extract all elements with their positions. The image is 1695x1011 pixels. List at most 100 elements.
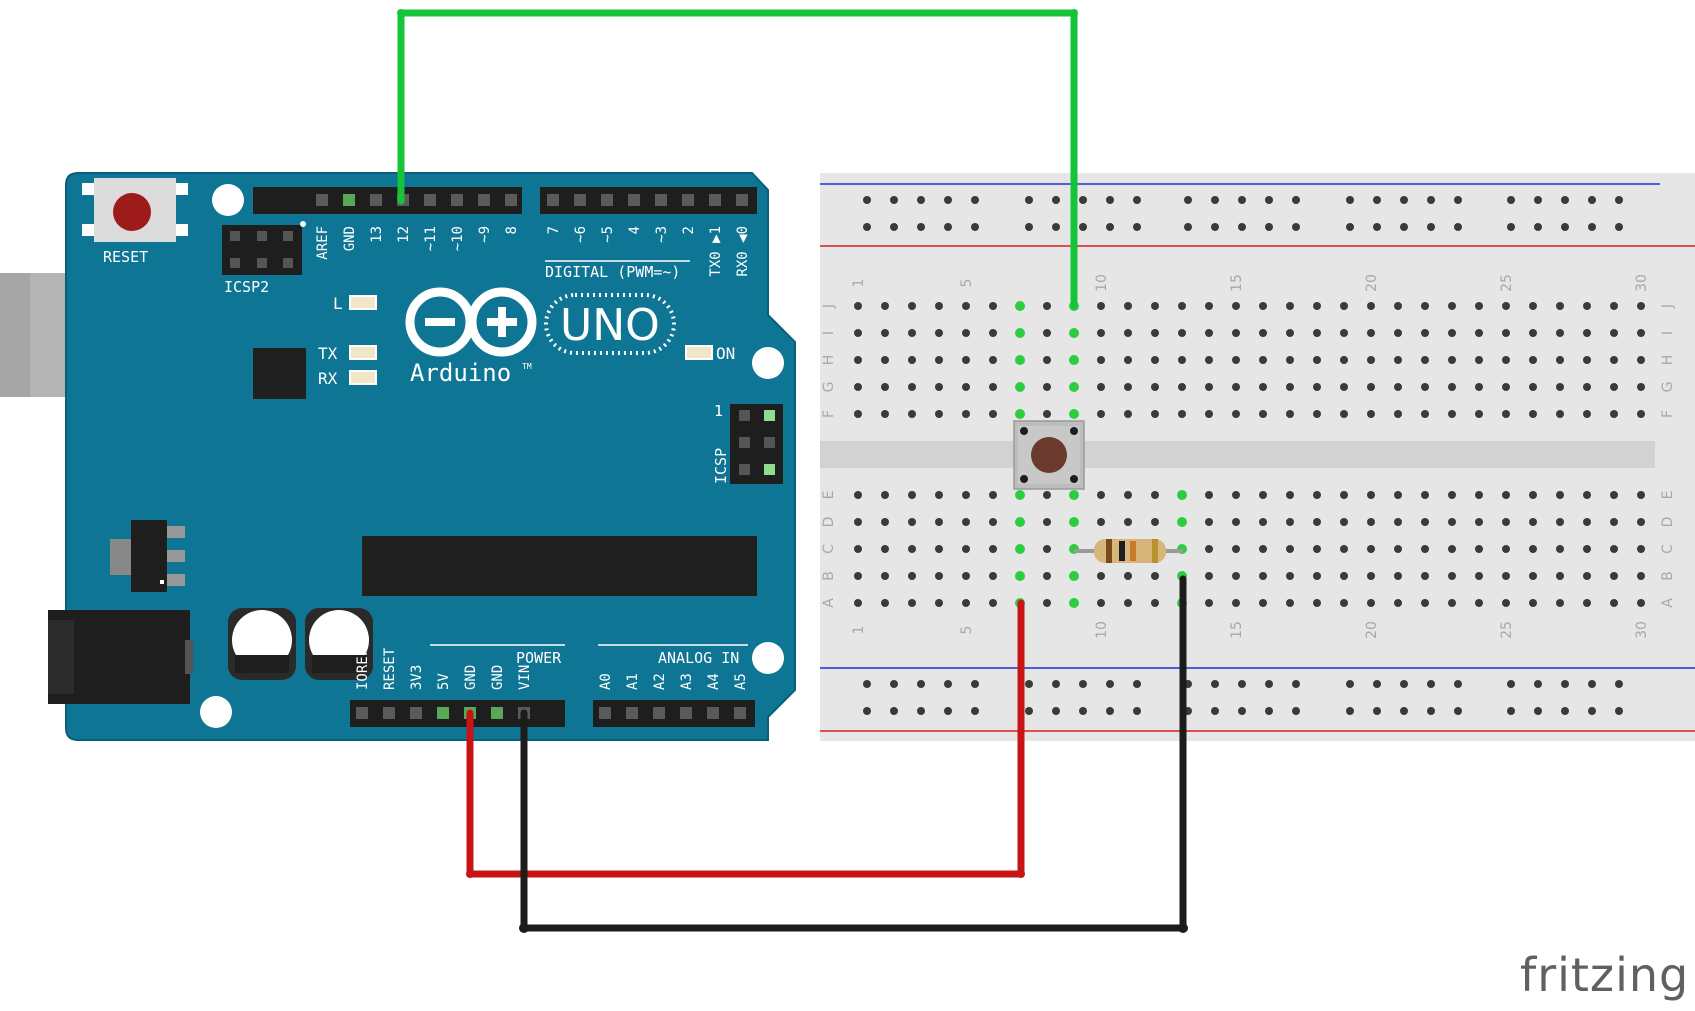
breadboard-hole [1069, 598, 1079, 608]
breadboard-hole [1232, 545, 1240, 553]
rail-hole [1534, 707, 1542, 715]
breadboard-hole [1340, 518, 1348, 526]
column-number: 5 [959, 279, 975, 288]
breadboard-hole [935, 545, 943, 553]
pin-label: ~3 [654, 226, 670, 243]
rail-hole [917, 196, 925, 204]
pin-label: ~5 [600, 226, 616, 243]
breadboard-hole [935, 383, 943, 391]
header-pin [707, 707, 719, 719]
rail-hole [971, 680, 979, 688]
breadboard-hole [1313, 410, 1321, 418]
digital-header-left [253, 187, 522, 214]
breadboard-hole [1448, 545, 1456, 553]
breadboard-hole [1259, 383, 1267, 391]
breadboard-hole [1367, 572, 1375, 580]
breadboard-hole [908, 599, 916, 607]
breadboard-hole [1043, 302, 1051, 310]
breadboard-hole [881, 518, 889, 526]
breadboard-hole [1097, 329, 1105, 337]
rail-hole [1133, 680, 1141, 688]
rail-hole [1588, 680, 1596, 688]
breadboard-hole [1502, 410, 1510, 418]
breadboard-hole [1502, 383, 1510, 391]
brand-tm: TM [522, 362, 532, 371]
breadboard-hole [1448, 599, 1456, 607]
breadboard-hole [1340, 599, 1348, 607]
breadboard-hole [1556, 491, 1564, 499]
breadboard-hole [1610, 545, 1618, 553]
rail-hole [1184, 196, 1192, 204]
breadboard-hole [1124, 518, 1132, 526]
breadboard-hole [1286, 545, 1294, 553]
rail-hole [971, 196, 979, 204]
breadboard-hole [1421, 410, 1429, 418]
breadboard-hole [1610, 302, 1618, 310]
breadboard-hole [1502, 329, 1510, 337]
breadboard-hole [1610, 491, 1618, 499]
header-pin [601, 194, 613, 206]
breadboard-hole [1583, 356, 1591, 364]
breadboard-hole [1205, 545, 1213, 553]
rail-hole [1133, 196, 1141, 204]
breadboard-hole [1097, 599, 1105, 607]
icsp2-label: ICSP2 [224, 278, 269, 296]
breadboard-hole [1556, 329, 1564, 337]
pin-label: 8 [504, 226, 520, 234]
breadboard-hole [1637, 491, 1645, 499]
breadboard-hole [1556, 518, 1564, 526]
breadboard-hole [962, 302, 970, 310]
board-outline [65, 172, 796, 741]
breadboard-hole [1448, 383, 1456, 391]
breadboard-hole [1205, 518, 1213, 526]
breadboard-hole [1097, 302, 1105, 310]
rail-hole [1346, 196, 1354, 204]
breadboard-hole [1259, 302, 1267, 310]
rail-hole [971, 223, 979, 231]
breadboard-hole [908, 491, 916, 499]
led-on-label: ON [716, 344, 735, 363]
rail-hole [1615, 707, 1623, 715]
breadboard-hole [1556, 572, 1564, 580]
breadboard-hole [854, 518, 862, 526]
breadboard-hole [1475, 410, 1483, 418]
breadboard-hole [1043, 599, 1051, 607]
rail-hole [1079, 196, 1087, 204]
breadboard-hole [1097, 410, 1105, 418]
breadboard-hole [1475, 518, 1483, 526]
breadboard-hole [908, 329, 916, 337]
row-letter: D [821, 517, 837, 528]
breadboard-hole [1313, 356, 1321, 364]
breadboard-hole [1015, 490, 1025, 500]
header-pin [628, 194, 640, 206]
breadboard-hole [1069, 490, 1079, 500]
rail-hole [1615, 196, 1623, 204]
breadboard-hole [1448, 302, 1456, 310]
rail-hole [1025, 707, 1033, 715]
breadboard-hole [1529, 410, 1537, 418]
breadboard-hole [1529, 518, 1537, 526]
breadboard-hole [1340, 545, 1348, 553]
breadboard-hole [1583, 410, 1591, 418]
rail-hole [1346, 707, 1354, 715]
pin-label: A2 [652, 673, 668, 690]
breadboard-hole [1043, 572, 1051, 580]
pin-label: A5 [733, 673, 749, 690]
rail-hole [971, 707, 979, 715]
breadboard-hole [1367, 518, 1375, 526]
breadboard-hole [1475, 302, 1483, 310]
breadboard-hole [1313, 599, 1321, 607]
breadboard-hole [1421, 599, 1429, 607]
breadboard-hole [1043, 329, 1051, 337]
column-number: 25 [1499, 274, 1515, 292]
breadboard-hole [1177, 490, 1187, 500]
breadboard-hole [935, 599, 943, 607]
voltage-regulator [110, 539, 132, 575]
breadboard-hole [1178, 356, 1186, 364]
breadboard-hole [908, 302, 916, 310]
breadboard-hole [881, 572, 889, 580]
pin-label: AREF [315, 226, 331, 260]
breadboard-hole [1043, 545, 1051, 553]
breadboard-hole [854, 545, 862, 553]
